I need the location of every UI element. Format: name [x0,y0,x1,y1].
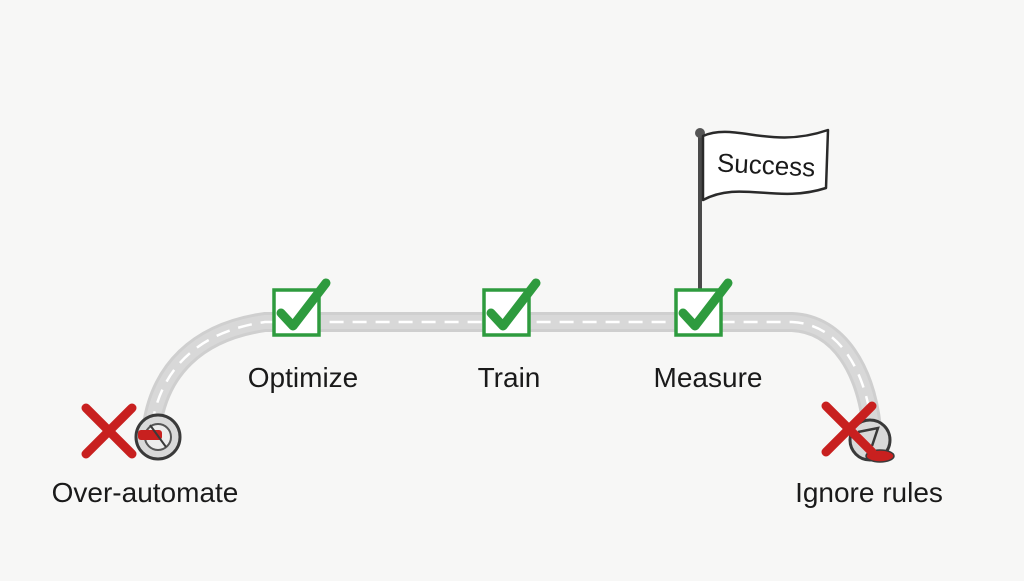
step-label-train: Train [477,362,541,393]
flag-cloth [701,128,830,202]
pitfall-label-ignore-rules: Ignore rules [795,477,943,508]
obstacle-icon [134,413,182,461]
success-flag [695,128,830,298]
pitfall-label-over-automate: Over-automate [51,477,239,508]
checkbox-optimize [272,278,331,337]
cross-icon [81,403,137,459]
pitfall-over-automate [81,403,182,461]
checkbox-train [482,278,541,337]
flag-label: Success [716,147,816,183]
pitfall-ignore-rules [821,401,895,463]
step-label-measure: Measure [653,362,763,393]
checkbox-measure [674,278,733,337]
road [142,312,882,438]
step-label-optimize: Optimize [247,362,359,393]
road-dashes [150,320,874,429]
cross-icon [821,401,877,457]
checkmark-icon [678,278,733,331]
checkmark-icon [276,278,331,331]
checkmark-icon [486,278,541,331]
